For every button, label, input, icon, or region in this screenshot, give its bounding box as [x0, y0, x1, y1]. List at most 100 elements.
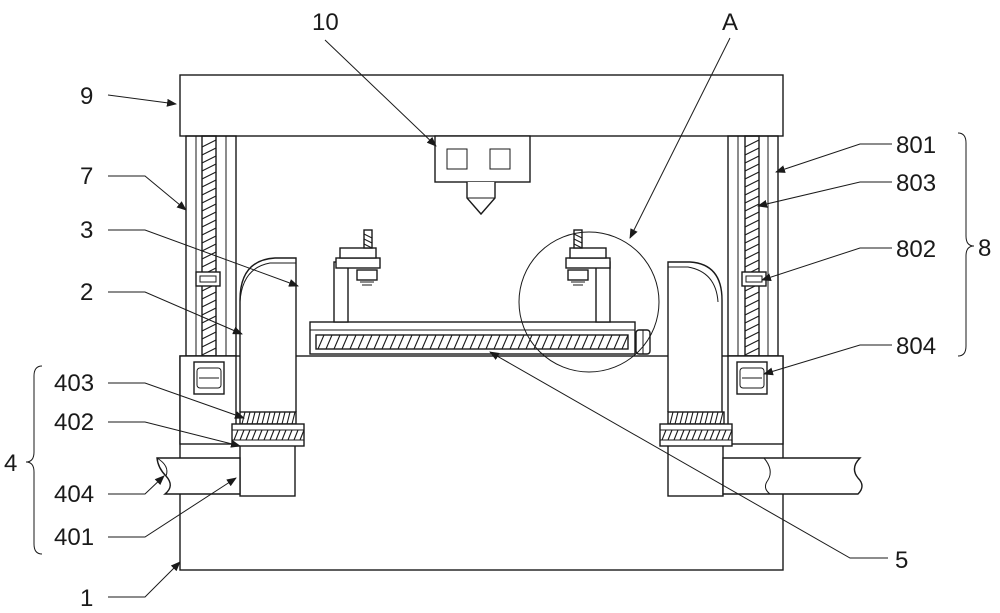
hatch-line [405, 334, 413, 350]
hatch-line [271, 411, 276, 425]
hatch-line [704, 411, 709, 425]
left-pipe [231, 257, 305, 447]
hatch-line [605, 334, 613, 350]
hatch-line [697, 429, 703, 441]
right-pipe [659, 261, 733, 447]
top-beam [179, 74, 784, 137]
part-labels: 9 10 A 7 3 2 403 402 4 404 401 1 5 801 8… [4, 9, 991, 612]
hatch-line [525, 334, 533, 350]
hatch-line [233, 429, 239, 441]
left-column [185, 135, 237, 357]
hatch-line [276, 411, 281, 425]
label-803: 803 [896, 170, 936, 197]
hatch-line [581, 334, 589, 350]
hatch-line [201, 195, 217, 204]
hatch-line [266, 411, 271, 425]
hatch-line [744, 187, 760, 196]
hatch-line [365, 334, 373, 350]
label-1: 1 [80, 585, 93, 612]
hatch-line [445, 334, 453, 350]
hatch-line [709, 411, 714, 425]
laser-head [434, 135, 531, 216]
hatch-line [281, 429, 287, 441]
hatch-line [373, 334, 381, 350]
hatch-line [261, 411, 266, 425]
hatch-line [477, 334, 485, 350]
hatch-line [201, 339, 217, 348]
hatch-line [744, 163, 760, 172]
hatch-line [269, 429, 275, 441]
hatch-line [429, 334, 437, 350]
hatch-line [453, 334, 461, 350]
hatch-line [744, 147, 760, 156]
hatch-line [744, 347, 760, 356]
label-801: 801 [896, 132, 936, 159]
hatch-line [201, 259, 217, 268]
hatch-line [256, 411, 261, 425]
right-outer-pipe [722, 457, 863, 495]
hatch-line [589, 334, 597, 350]
hatch-line [744, 235, 760, 244]
hatch-line [689, 411, 694, 425]
hatch-line [744, 155, 760, 164]
hatch-line [667, 429, 673, 441]
hatch-line [744, 195, 760, 204]
hatch-line [727, 429, 733, 441]
hatch-line [397, 334, 405, 350]
right-column [727, 135, 779, 357]
hatch-line [293, 429, 299, 441]
hatch-line [744, 139, 760, 148]
leader-lines [25, 37, 975, 598]
hatch-line [275, 429, 281, 441]
label-a: A [722, 9, 738, 36]
hatch-line [501, 334, 509, 350]
hatch-line [485, 334, 493, 350]
hatch-line [201, 331, 217, 340]
hatch-line [549, 334, 557, 350]
hatch-line [744, 291, 760, 300]
hatch-line [613, 334, 621, 350]
hatch-line [201, 227, 217, 236]
hatch-line [201, 307, 217, 316]
hatch-line [744, 259, 760, 268]
hatch-line [201, 211, 217, 220]
hatch-line [201, 291, 217, 300]
hatch-line [317, 334, 325, 350]
label-8: 8 [978, 235, 991, 262]
hatch-line [744, 331, 760, 340]
label-2: 2 [80, 279, 93, 306]
hatch-line [621, 334, 629, 350]
hatch-line [245, 429, 251, 441]
hatch-line [299, 429, 305, 441]
hatch-line [201, 323, 217, 332]
hatch-line [461, 334, 469, 350]
hatch-line [389, 334, 397, 350]
hatch-line [263, 429, 269, 441]
hatch-line [201, 235, 217, 244]
detail-circle-a [518, 231, 660, 373]
hatch-line [744, 299, 760, 308]
hatch-line [597, 334, 605, 350]
hatch-line [715, 429, 721, 441]
hatch-line [679, 411, 684, 425]
hatch-line [721, 429, 727, 441]
hatch-line [251, 411, 256, 425]
left-motor [193, 361, 225, 395]
hatch-line [509, 334, 517, 350]
label-804: 804 [896, 333, 936, 360]
right-clamp [565, 229, 611, 323]
hatch-line [573, 334, 581, 350]
hatch-line [281, 411, 286, 425]
hatch-line [674, 411, 679, 425]
hatch-line [201, 243, 217, 252]
hatch-line [291, 411, 296, 425]
hatch-line [201, 139, 217, 148]
hatch-line [381, 334, 389, 350]
hatch-line [744, 179, 760, 188]
hatch-line [699, 411, 704, 425]
label-7: 7 [80, 163, 93, 190]
hatch-line [437, 334, 445, 350]
hatch-line [684, 411, 689, 425]
hatch-line [744, 307, 760, 316]
hatch-line [691, 429, 697, 441]
